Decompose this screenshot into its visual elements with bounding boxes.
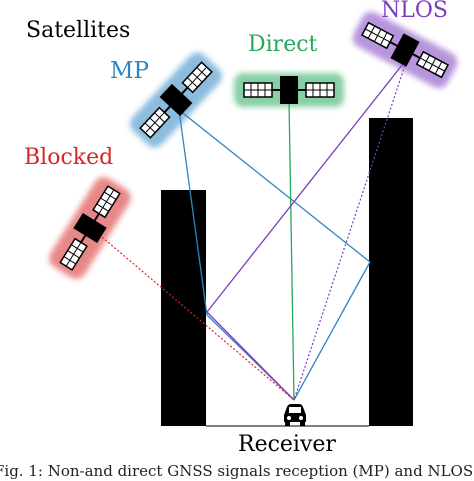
receiver-car-icon (284, 404, 306, 426)
right-building (369, 118, 413, 426)
mp-satellite-icon (130, 52, 222, 148)
nlos-label: NLOS (381, 0, 448, 23)
mp-signal-paths (178, 109, 371, 401)
blocked-signal-path (95, 231, 295, 401)
left-building (161, 190, 206, 426)
direct-signal-path (288, 99, 295, 401)
nlos-signal-paths (206, 59, 407, 401)
direct-label: Direct (248, 32, 318, 57)
nlos-direct-blocked-path (293, 61, 407, 401)
blocked-label: Blocked (24, 145, 114, 170)
direct-satellite-icon (234, 73, 344, 107)
receiver-label: Receiver (238, 432, 336, 457)
nlos-satellite-icon (352, 11, 458, 89)
figure-caption: Fig. 1: Non-and direct GNSS signals rece… (0, 462, 474, 480)
satellites-title: Satellites (26, 18, 131, 43)
mp-label: MP (110, 58, 150, 84)
blocked-satellite-icon (49, 177, 131, 279)
